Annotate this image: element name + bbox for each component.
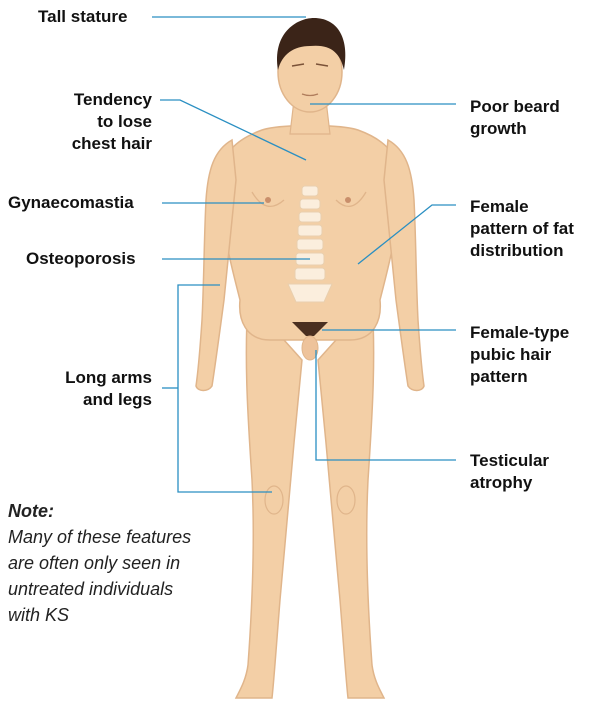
left-leg: [236, 300, 302, 698]
label-chest-hair: Tendency to lose chest hair: [20, 89, 152, 155]
label-chest-hair-line1: Tendency: [20, 89, 152, 111]
label-pubic-hair: Female-type pubic hair pattern: [470, 322, 569, 388]
right-arm: [384, 140, 424, 391]
note-line: Many of these features: [8, 524, 228, 550]
label-pubic-hair-line1: Female-type: [470, 322, 569, 344]
label-long-limbs: Long arms and legs: [20, 367, 152, 411]
label-tall-stature: Tall stature: [38, 6, 127, 28]
label-chest-hair-line3: chest hair: [20, 133, 152, 155]
note-title: Note:: [8, 498, 228, 524]
label-fat-line1: Female: [470, 196, 574, 218]
right-nipple: [345, 197, 351, 203]
label-gynaecomastia: Gynaecomastia: [8, 192, 134, 214]
label-beard: Poor beard growth: [470, 96, 560, 140]
note-line: untreated individuals: [8, 576, 228, 602]
label-testicular-line1: Testicular: [470, 450, 549, 472]
body-silhouette: [196, 18, 424, 698]
left-arm: [196, 140, 236, 391]
note: Note: Many of these features are often o…: [8, 498, 228, 628]
label-long-limbs-line2: and legs: [20, 389, 152, 411]
label-fat-line2: pattern of fat: [470, 218, 574, 240]
label-testicular-line2: atrophy: [470, 472, 549, 494]
label-fat-line3: distribution: [470, 240, 574, 262]
left-nipple: [265, 197, 271, 203]
label-pubic-hair-line2: pubic hair: [470, 344, 569, 366]
label-testicular: Testicular atrophy: [470, 450, 549, 494]
note-line: are often only seen in: [8, 550, 228, 576]
note-line: with KS: [8, 602, 228, 628]
label-osteoporosis: Osteoporosis: [26, 248, 136, 270]
label-pubic-hair-line3: pattern: [470, 366, 569, 388]
label-beard-line1: Poor beard: [470, 96, 560, 118]
label-chest-hair-line2: to lose: [20, 111, 152, 133]
label-long-limbs-line1: Long arms: [20, 367, 152, 389]
right-leg: [318, 300, 384, 698]
label-fat: Female pattern of fat distribution: [470, 196, 574, 262]
label-beard-line2: growth: [470, 118, 560, 140]
